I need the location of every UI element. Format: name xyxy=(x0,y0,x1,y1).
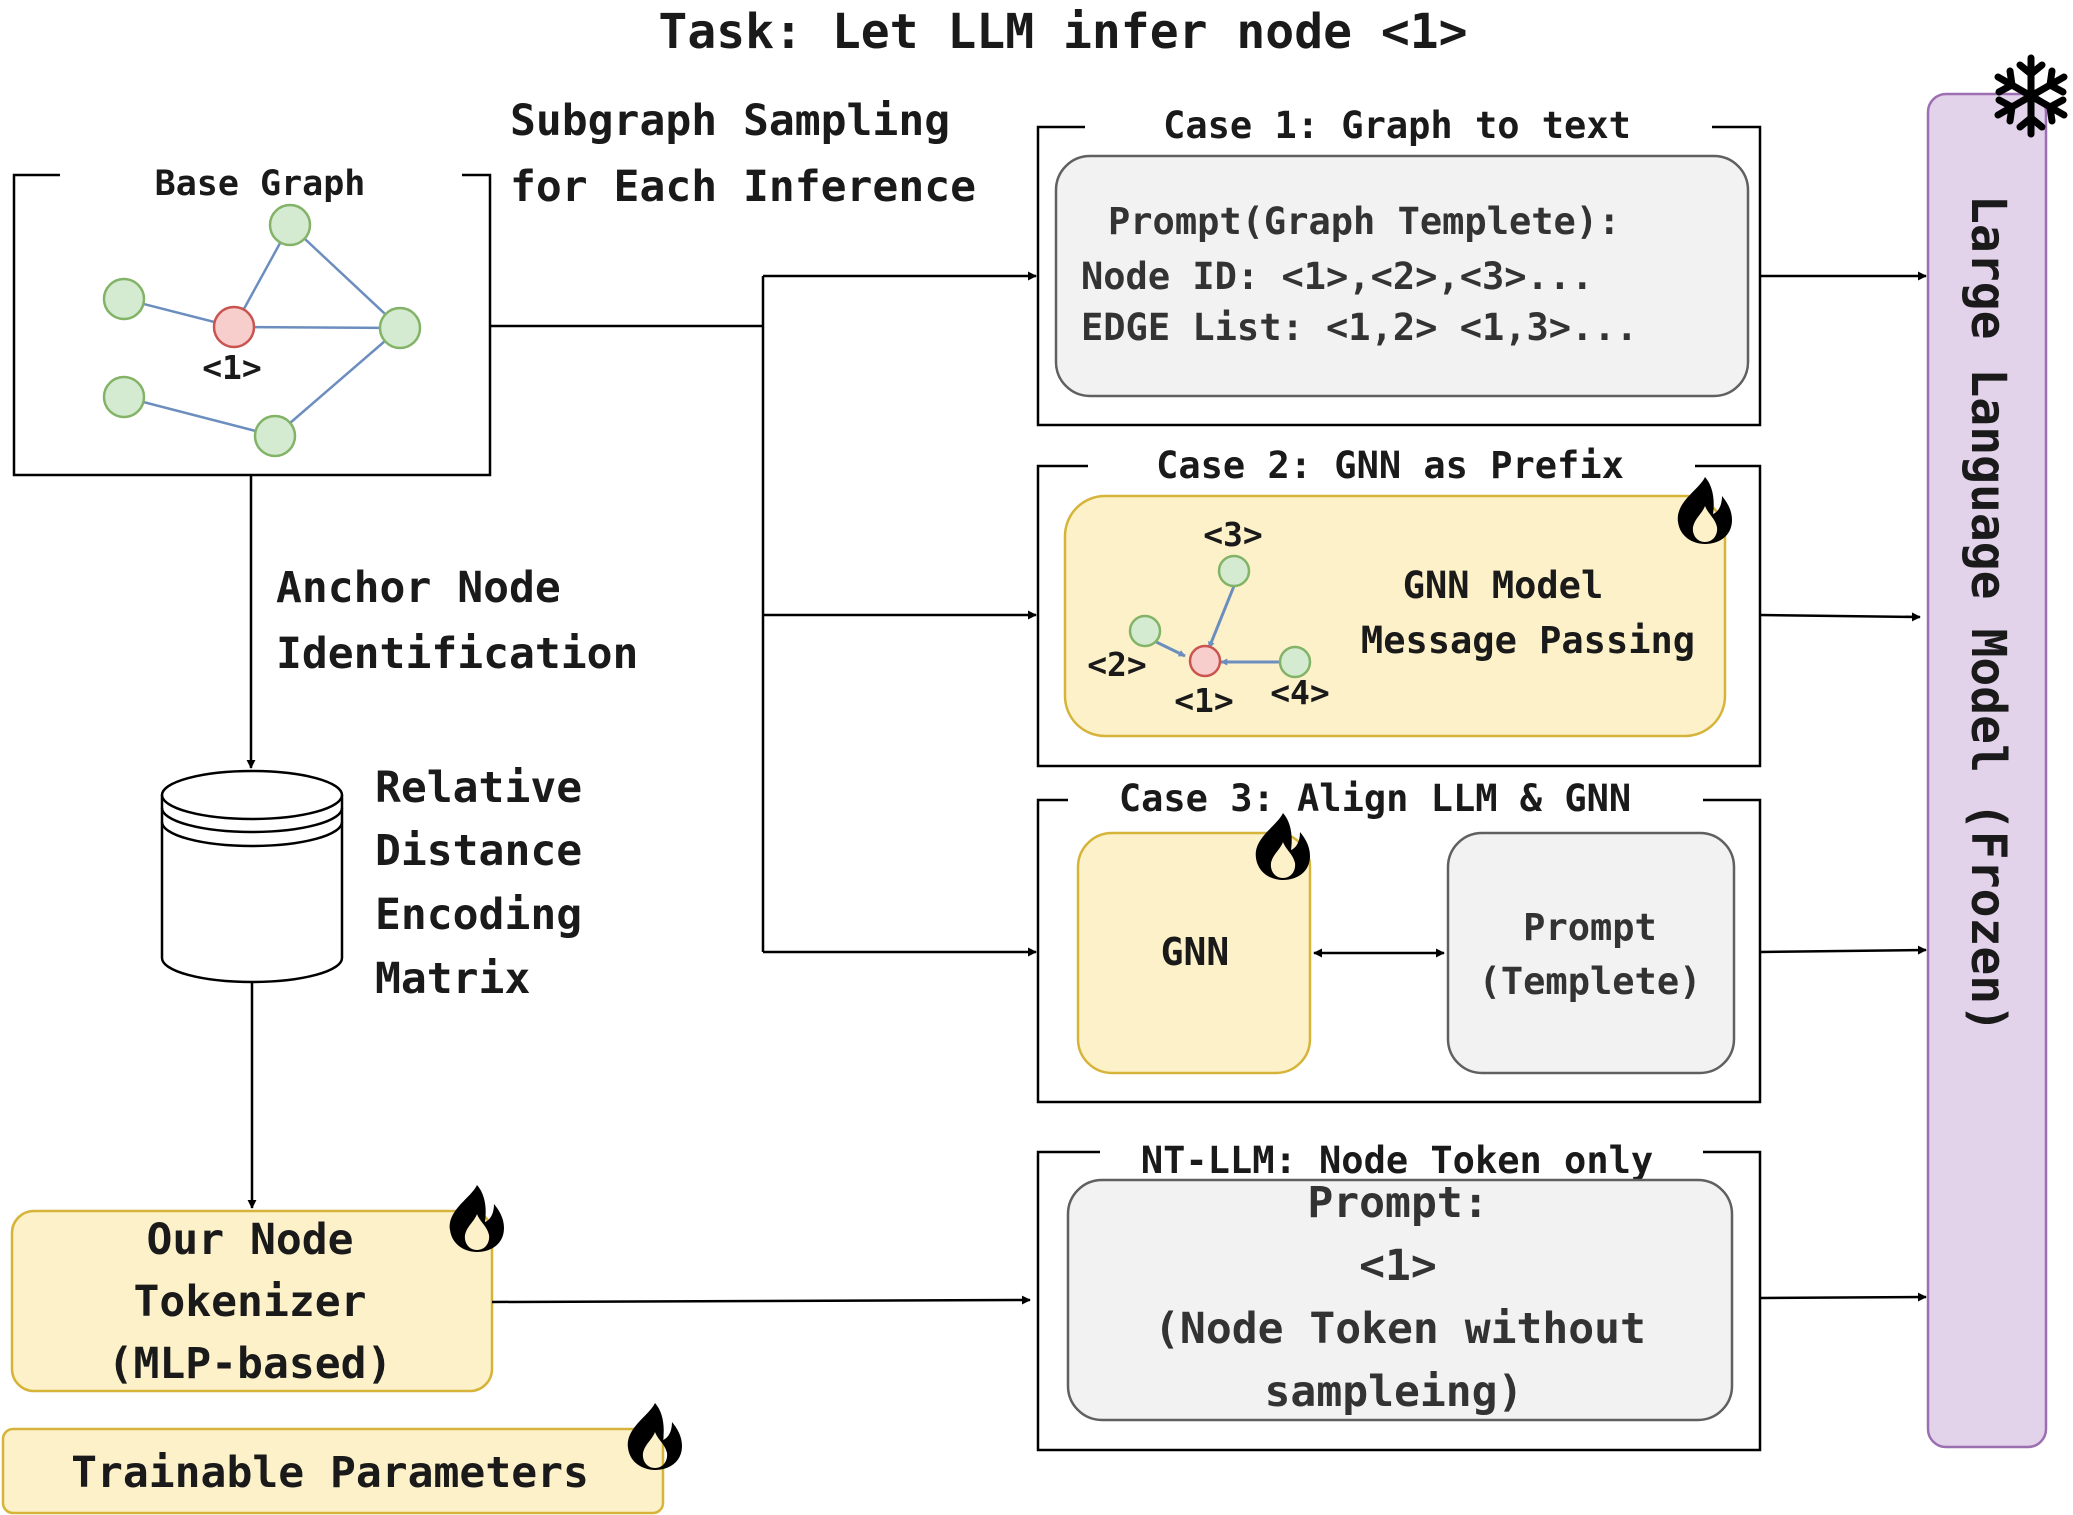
tokenizer-line-2: Tokenizer xyxy=(134,1277,367,1327)
case-to-llm-arrows xyxy=(1759,271,1927,1302)
anchor-identification-line2: Identification xyxy=(276,629,638,679)
case2-model-line2: Message Passing xyxy=(1361,619,1695,662)
ntllm-title: NT-LLM: Node Token only xyxy=(1141,1139,1653,1182)
graph-node-green xyxy=(253,414,297,458)
base-graph-edges xyxy=(123,224,401,438)
tokenizer-line-3: (MLP-based) xyxy=(108,1339,393,1389)
fire-icon xyxy=(627,1403,682,1470)
rde-line-3: Encoding xyxy=(375,890,582,940)
legend-trainable-label: Trainable Parameters xyxy=(71,1448,589,1498)
legend-trainable-box xyxy=(1,1427,665,1515)
tokenizer-to-ntllm-arrow xyxy=(491,1295,1031,1305)
ntllm-line-3: (Node Token without xyxy=(1154,1304,1646,1354)
ntllm-line-2: <1> xyxy=(1359,1241,1437,1291)
base-graph-panel: Base Graph <1> xyxy=(12,164,492,477)
case2-node-center xyxy=(1188,644,1222,678)
case2-node-top-label: <3> xyxy=(1203,515,1263,554)
tokenizer-line-1: Our Node xyxy=(146,1215,353,1265)
case3-gnn-label: GNN xyxy=(1161,930,1230,974)
ntllm-prompt-box xyxy=(1066,1178,1734,1422)
case2-node-right xyxy=(1278,645,1312,679)
case3-gnn-box xyxy=(1076,831,1312,1075)
subgraph-sampling-line2: for Each Inference xyxy=(510,162,976,212)
anchor-identification-line1: Anchor Node xyxy=(276,563,561,613)
case3-prompt-line2: (Templete) xyxy=(1479,960,1702,1003)
snowflake-icon xyxy=(1994,54,2068,138)
case2-title: Case 2: GNN as Prefix xyxy=(1156,444,1624,487)
rde-line-2: Distance xyxy=(375,826,582,876)
case2-model-line1: GNN Model xyxy=(1403,564,1603,607)
case3-prompt-box xyxy=(1446,831,1736,1075)
ntllm-line-4: sampleing) xyxy=(1265,1367,1524,1417)
case1-prompt-box xyxy=(1054,154,1750,398)
llm-label: Large Language Model (Frozen) xyxy=(1960,195,2016,1033)
ntllm-panel: NT-LLM: Node Token only Prompt: <1> (Nod… xyxy=(1036,1139,1762,1452)
case1-line-1: Prompt(Graph Templete): xyxy=(1108,200,1620,243)
case1-panel: Case 1: Graph to text Prompt(Graph Templ… xyxy=(1036,104,1762,427)
graph-node-green xyxy=(268,203,312,247)
case2-panel: Case 2: GNN as Prefix <3> <2> <1> <4> GN… xyxy=(1036,444,1762,768)
llm-box xyxy=(1926,92,2048,1449)
rde-line-1: Relative xyxy=(375,763,582,813)
diagram-title: Task: Let LLM infer node <1> xyxy=(658,4,1467,60)
graph-node-anchor xyxy=(212,305,256,349)
fire-icon xyxy=(1255,813,1310,880)
subgraph-sampling-line1: Subgraph Sampling xyxy=(510,96,950,146)
case2-gnn-box xyxy=(1063,494,1727,738)
graph-node-green xyxy=(102,277,146,321)
case2-node-right-label: <4> xyxy=(1270,673,1330,712)
fire-icon xyxy=(1677,477,1732,544)
case3-prompt-line1: Prompt xyxy=(1523,906,1657,949)
rde-line-4: Matrix xyxy=(375,954,530,1004)
sampling-connectors xyxy=(490,271,1037,957)
case1-line-2: Node ID: <1>,<2>,<3>... xyxy=(1081,255,1593,298)
graph-node-green xyxy=(378,306,422,350)
database-icon xyxy=(160,769,344,984)
case3-title: Case 3: Align LLM & GNN xyxy=(1119,777,1631,820)
ntllm-line-1: Prompt: xyxy=(1307,1178,1488,1228)
case2-node-left-label: <2> xyxy=(1087,645,1147,684)
graph-node-green xyxy=(102,375,146,419)
base-graph-label: Base Graph xyxy=(155,164,366,204)
case1-title: Case 1: Graph to text xyxy=(1163,104,1631,147)
case2-node-center-label: <1> xyxy=(1174,681,1234,720)
fire-icon xyxy=(449,1185,504,1252)
case1-line-3: EDGE List: <1,2> <1,3>... xyxy=(1081,306,1638,349)
case3-panel: Case 3: Align LLM & GNN GNN Prompt (Temp… xyxy=(1036,777,1762,1104)
case2-node-left xyxy=(1128,614,1162,648)
case2-node-top xyxy=(1217,554,1251,588)
anchor-node-label: <1> xyxy=(202,348,262,387)
